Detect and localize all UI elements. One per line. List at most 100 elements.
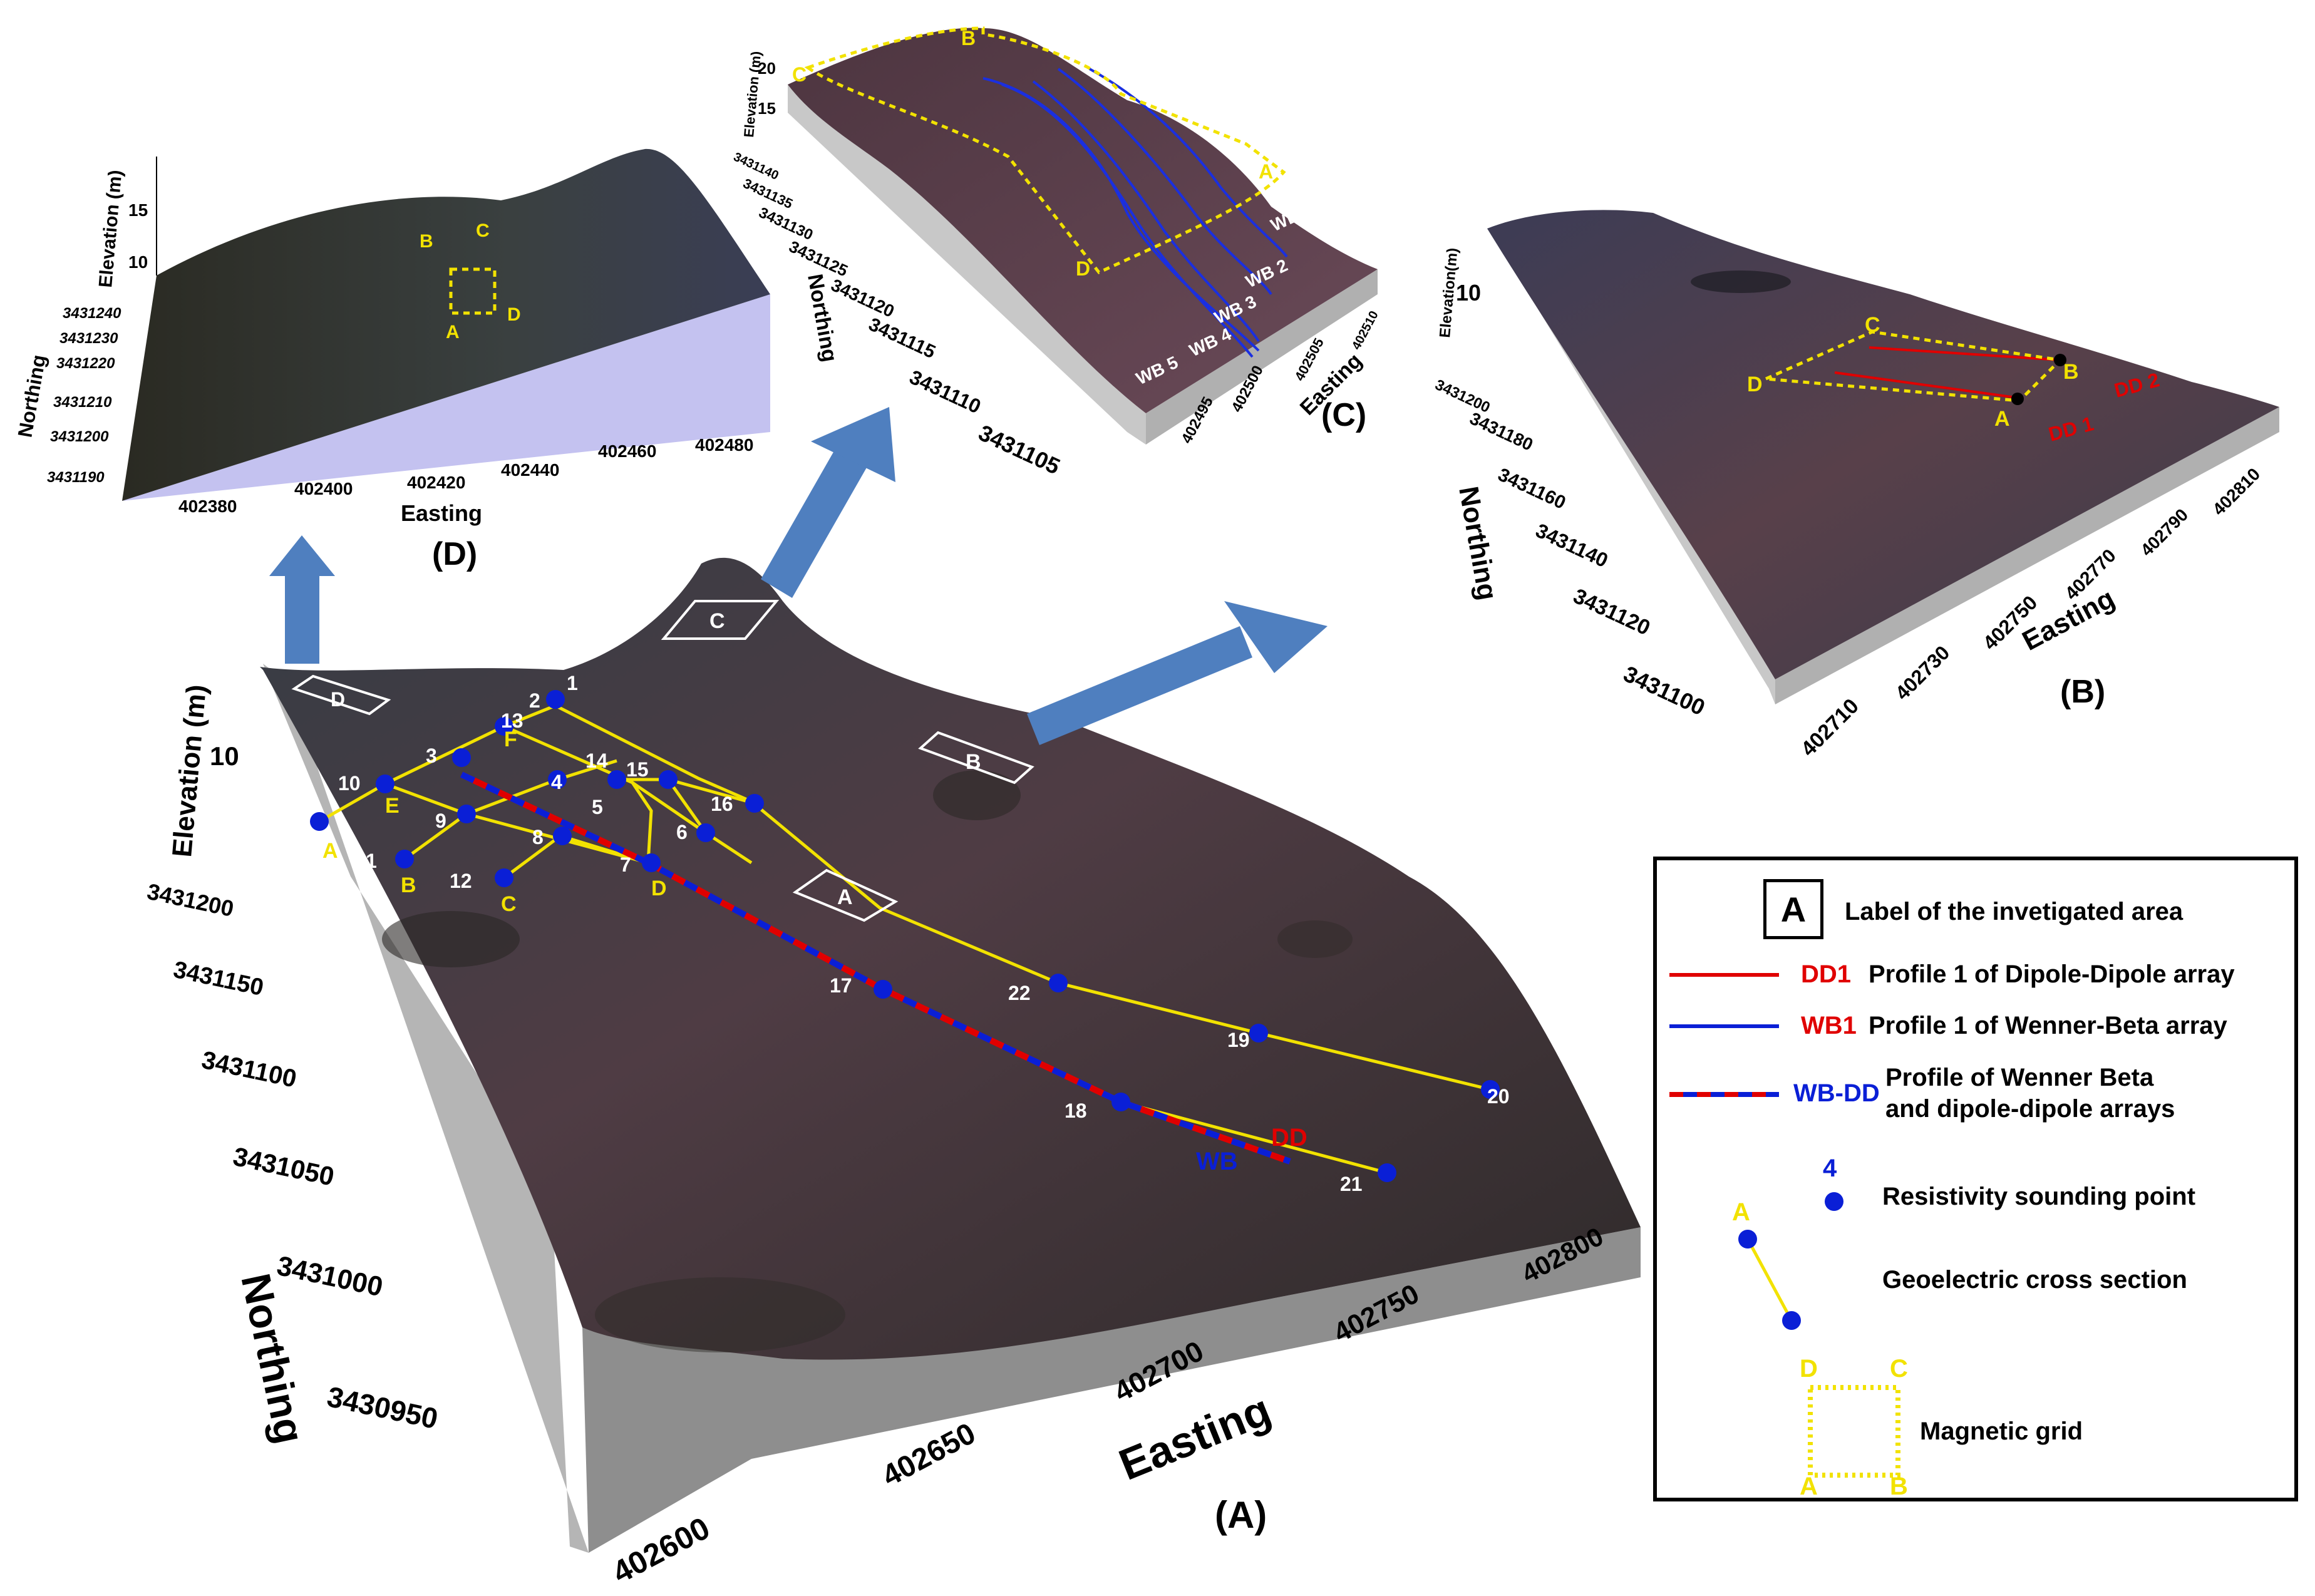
point-label: 3 [426,744,437,767]
point-label: 4 [551,771,562,793]
legend-dd-line [1669,973,1779,977]
panel-b-easting-tick: 402710 [1797,694,1864,761]
legend-grid-corner: C [1890,1355,1908,1382]
legend-area-text: Label of the invetigated area [1845,898,2184,925]
sounding-points [310,690,1500,1182]
panel-a-northing-title: Northing [232,1270,314,1448]
panel-d-corner: B [420,231,433,252]
panel-c-grid [804,26,1286,275]
legend-point-text: Resistivity sounding point [1882,1183,2196,1210]
panel-b-northing-tick: 3431180 [1467,408,1536,455]
block-c-left-face [788,78,1146,445]
section-letter: F [504,728,517,751]
area-label-d-text: D [331,688,345,711]
zoom-arrows [269,407,1328,745]
area-label-a: A [792,868,899,922]
panel-d-northing-tick: 3431210 [53,394,112,411]
block-b-front-face [1775,407,2279,704]
panel-d-corner: A [446,322,460,342]
point-label: 20 [1487,1085,1510,1108]
point-label: 1 [567,672,578,694]
panel-d-easting-tick: 402400 [294,479,353,498]
panel-c-caption: (C) [1321,397,1366,433]
point-label: 7 [620,853,631,876]
panel-d-northing-tick: 3431190 [47,469,105,486]
panel-d-easting-tick: 402480 [695,435,753,455]
legend-point-dot [1825,1192,1843,1211]
legend-wb-code: WB1 [1801,1012,1857,1039]
panel-a-northing-tick: 3431150 [171,957,266,1001]
legend-wbdd-code: WB-DD [1793,1079,1880,1107]
panel-c-northing-tick: 3431140 [731,150,781,183]
area-label-d: D [291,674,391,716]
arrow-head-to-b [1224,601,1328,673]
panel-d-caption: (D) [432,536,477,572]
point-label: 15 [626,758,649,781]
wb-profile-label: WB [1196,1148,1238,1175]
panel-b-northing-title: Northing [1453,484,1503,602]
point-label: 21 [1340,1173,1363,1195]
panel-d-easting-tick: 402420 [407,473,465,492]
panel-b-corner: A [1994,407,2010,431]
dd-profile-label: DD [1271,1124,1307,1151]
panel-d-easting-tick: 402440 [501,460,559,480]
area-label-c: C [661,600,780,640]
panel-c-corner: A [1259,160,1273,183]
panel-d-easting-tick: 402380 [178,497,237,516]
legend-dd-code: DD1 [1801,960,1852,988]
panel-b-easting-tick: 402810 [2209,464,2264,519]
panel-b-point [2011,393,2024,405]
section-letter: A [322,839,338,863]
point-label: 6 [676,821,688,843]
panel-c-northing-tick: 3431115 [865,314,939,363]
panel-a-northing-tick: 3431000 [274,1250,386,1303]
block-a-terrain [260,557,1641,1360]
point-label: 22 [1008,982,1031,1004]
panel-a-northing-tick: 3430950 [324,1380,441,1435]
panel-a-caption: (A) [1215,1494,1267,1536]
legend-grid-corner: D [1800,1355,1818,1382]
panel-b-easting-tick: 402730 [1890,641,1954,704]
panel-b-northing-tick: 3431140 [1532,519,1612,572]
legend-area-symbol: A [1780,890,1807,929]
arrow-head-to-c [811,407,895,482]
point-label: 10 [338,772,361,795]
arrow-to-b [1027,626,1252,745]
point-label: 19 [1227,1029,1250,1051]
legend-grid-corner: B [1890,1473,1908,1500]
legend-grid-text: Magnetic grid [1920,1418,2083,1445]
panel-d-corner: D [507,304,521,325]
panel-d-corner: C [476,220,490,241]
point-label: 12 [450,870,472,892]
point-label: 9 [435,810,446,832]
point-label: 11 [356,850,377,872]
point-label: 14 [585,749,608,772]
panel-b-point [2054,354,2066,366]
panel-c-northing-tick: 3431105 [975,420,1065,480]
panel-d-elevation-title: Elevation (m) [95,169,126,289]
panel-a-northing-tick: 3431050 [230,1141,337,1192]
panel-b-northing-tick: 3431160 [1495,464,1569,513]
dd-profiles [1834,346,2061,399]
panel-d-northing-tick: 3431230 [59,330,118,347]
point-label: 2 [529,689,540,712]
legend-wb-text: Profile 1 of Wenner-Beta array [1869,1012,2227,1039]
point-label: 18 [1065,1099,1087,1122]
panel-a-northing-tick: 3431200 [145,878,236,922]
block-c-front-face [1146,269,1378,445]
panel-b-elevation-tick: 10 [1456,280,1481,306]
panel-d-northing-title: Northing [13,353,50,440]
panel-b-corner: B [2063,360,2079,384]
terrain-shadow [933,770,1021,820]
legend-dd-text: Profile 1 of Dipole-Dipole array [1869,960,2235,988]
panel-b-easting-tick: 402790 [2137,505,2192,560]
point-label: 16 [711,793,733,815]
arrow-to-d [285,576,319,664]
point-label: 8 [532,826,544,848]
panel-b-northing-tick: 3431120 [1570,584,1654,641]
arrow-head-to-d [269,535,335,576]
block-a-front-face [582,1227,1641,1553]
legend-grid-corner: A [1800,1473,1818,1500]
panel-c-elevation-tick: 20 [758,59,776,78]
